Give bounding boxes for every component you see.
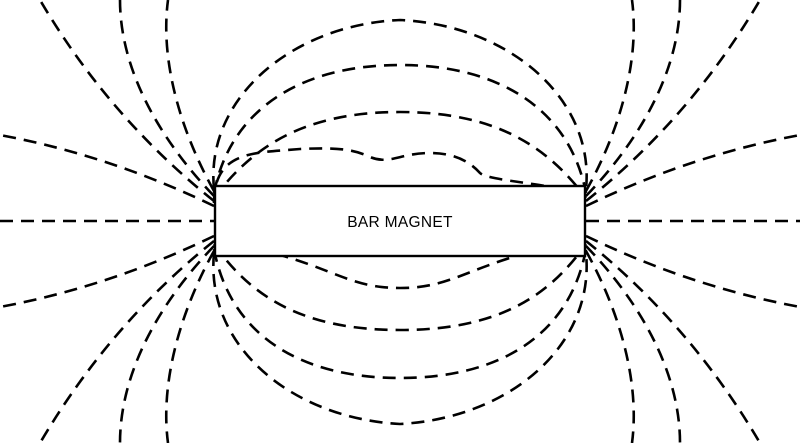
field-line-loop-3-bottom	[212, 248, 588, 380]
field-line-left-3-bottom	[118, 245, 215, 443]
field-line-loop-3-top	[212, 63, 588, 194]
bar-magnet-label: BAR MAGNET	[347, 214, 453, 231]
field-line-loop-1-bottom	[213, 238, 587, 290]
field-line-right-1-bottom	[585, 234, 800, 309]
field-line-left-3-top	[118, 0, 215, 197]
field-line-right-1-top	[585, 133, 800, 208]
field-line-left-2-bottom	[38, 239, 215, 443]
field-line-right-2-top	[585, 0, 762, 203]
field-line-loop-4-top	[212, 18, 588, 190]
field-line-loop-1-top	[212, 147, 588, 204]
field-line-left-2-top	[38, 0, 215, 203]
field-line-right-2-bottom	[585, 239, 762, 443]
field-line-loop-4-bottom	[212, 252, 588, 426]
field-line-left-4-top	[164, 0, 216, 192]
field-line-left-1-bottom	[0, 234, 215, 309]
field-line-loop-2-top	[212, 110, 588, 199]
field-line-right-4-bottom	[584, 250, 636, 443]
bar-magnet-body	[213, 184, 587, 258]
field-line-right-3-top	[585, 0, 682, 197]
field-line-left-1-top	[0, 133, 215, 208]
field-line-right-3-bottom	[585, 245, 682, 443]
field-line-right-4-top	[584, 0, 636, 192]
field-line-loop-2-bottom	[212, 243, 588, 332]
bar-magnet: BAR MAGNET	[213, 184, 587, 258]
field-line-left-4-bottom	[164, 250, 216, 443]
